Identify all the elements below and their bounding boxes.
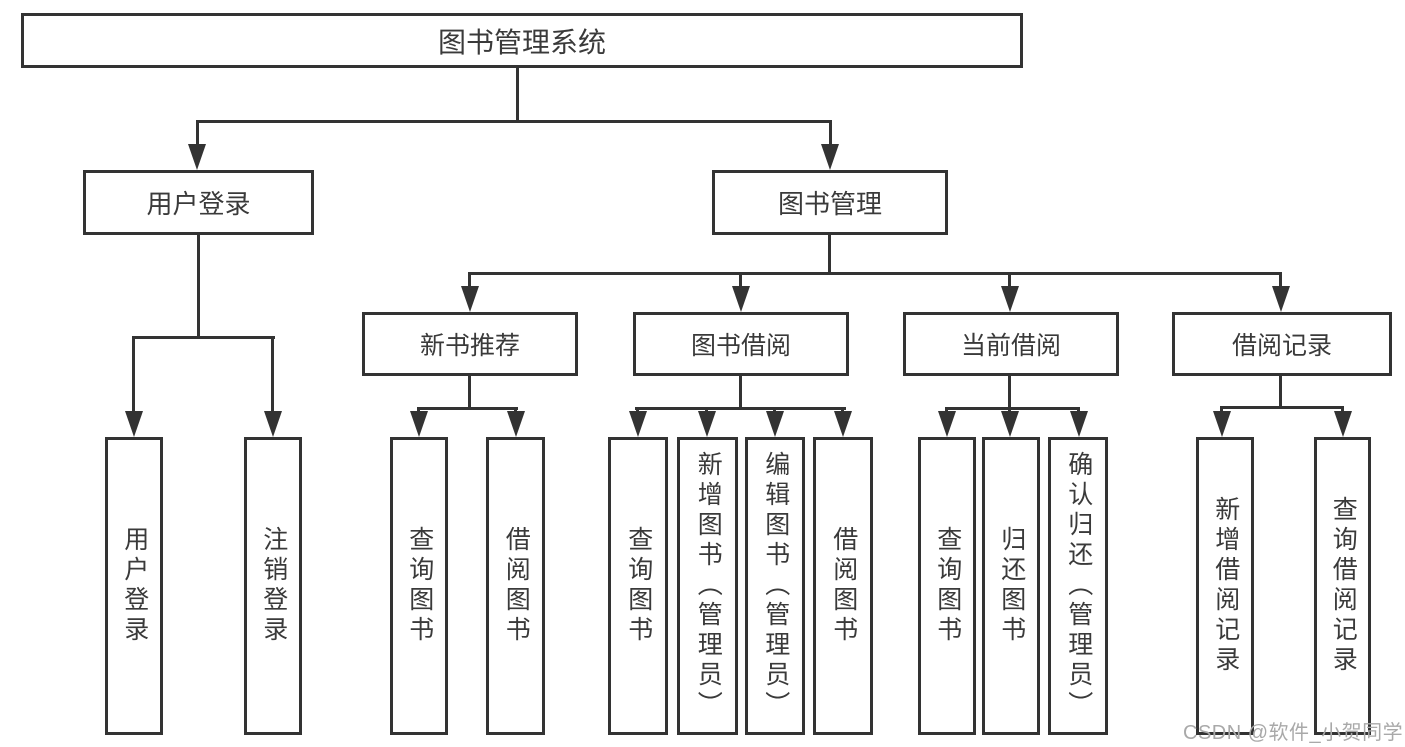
connector-line [1279, 272, 1282, 290]
leaf-br-add-borrow-record: 新增借阅记录 [1196, 437, 1254, 735]
arrowhead-down-icon [507, 411, 525, 437]
connector-line [516, 68, 519, 122]
arrowhead-down-icon [410, 411, 428, 437]
connector-line [468, 272, 471, 290]
node-root: 图书管理系统 [21, 13, 1023, 68]
arrowhead-down-icon [629, 411, 647, 437]
connector-line [514, 407, 517, 414]
leaf-label: 归还图书 [997, 526, 1026, 646]
connector-line [271, 336, 274, 413]
leaf-label: 注销登录 [259, 526, 288, 646]
connector-line [635, 407, 846, 410]
leaf-cb-confirm-return-admin: 确认归还（管理员） [1048, 437, 1108, 735]
connector-line [196, 120, 199, 147]
connector-line [841, 407, 844, 414]
connector-line [739, 272, 742, 290]
node-book-borrowing: 图书借阅 [633, 312, 849, 376]
arrowhead-down-icon [461, 286, 479, 312]
connector-line [1077, 407, 1080, 414]
leaf-label: 编辑图书（管理员） [761, 451, 790, 721]
arrowhead-down-icon [1334, 411, 1352, 437]
connector-line [828, 235, 831, 274]
node-borrowing-records: 借阅记录 [1172, 312, 1392, 376]
arrowhead-down-icon [125, 411, 143, 437]
arrowhead-down-icon [938, 411, 956, 437]
leaf-label: 查询借阅记录 [1329, 496, 1358, 676]
connector-line [417, 407, 420, 414]
leaf-user-login: 用户登录 [105, 437, 163, 735]
connector-line [739, 376, 742, 409]
arrowhead-down-icon [1001, 286, 1019, 312]
leaf-label: 借阅图书 [829, 526, 858, 646]
arrowhead-down-icon [732, 286, 750, 312]
arrowhead-down-icon [1070, 411, 1088, 437]
connector-line [829, 120, 832, 147]
arrowhead-down-icon [766, 411, 784, 437]
leaf-br-query-borrow-record: 查询借阅记录 [1314, 437, 1371, 735]
arrowhead-down-icon [1001, 411, 1019, 437]
connector-line [945, 407, 948, 414]
leaf-nbr-query-books: 查询图书 [390, 437, 448, 735]
connector-line [132, 336, 275, 339]
connector-line [132, 336, 135, 413]
leaf-label: 确认归还（管理员） [1064, 451, 1093, 721]
leaf-bb-edit-books-admin: 编辑图书（管理员） [745, 437, 805, 735]
connector-line [1008, 272, 1011, 290]
connector-line [197, 235, 200, 338]
leaf-cb-query-books: 查询图书 [918, 437, 976, 735]
node-user-login: 用户登录 [83, 170, 314, 235]
leaf-label: 查询图书 [933, 526, 962, 646]
connector-line [773, 407, 776, 414]
arrowhead-down-icon [264, 411, 282, 437]
leaf-label: 查询图书 [624, 526, 653, 646]
leaf-label: 用户登录 [120, 526, 149, 646]
leaf-bb-add-books-admin: 新增图书（管理员） [677, 437, 738, 735]
connector-line [1008, 407, 1011, 414]
connector-line [468, 376, 471, 409]
connector-line [417, 407, 518, 410]
arrowhead-down-icon [821, 144, 839, 170]
leaf-nbr-borrow-books: 借阅图书 [486, 437, 545, 735]
arrowhead-down-icon [1213, 411, 1231, 437]
connector-line [1220, 406, 1223, 414]
connector-line [196, 120, 832, 123]
arrowhead-down-icon [1272, 286, 1290, 312]
node-book-management: 图书管理 [712, 170, 948, 235]
connector-line [705, 407, 708, 414]
connector-line [945, 407, 1080, 410]
leaf-bb-query-books: 查询图书 [608, 437, 668, 735]
leaf-bb-borrow-books: 借阅图书 [813, 437, 873, 735]
node-new-book-recommend: 新书推荐 [362, 312, 578, 376]
connector-line [1279, 376, 1282, 408]
connector-line [468, 272, 1282, 275]
leaf-label: 新增借阅记录 [1211, 496, 1240, 676]
leaf-logout: 注销登录 [244, 437, 302, 735]
connector-line [1341, 406, 1344, 414]
leaf-label: 借阅图书 [502, 526, 531, 646]
leaf-label: 新增图书（管理员） [694, 451, 723, 721]
arrowhead-down-icon [834, 411, 852, 437]
arrowhead-down-icon [698, 411, 716, 437]
csdn-watermark: CSDN @软件_小贺同学 [1183, 722, 1404, 744]
node-current-borrowing: 当前借阅 [903, 312, 1119, 376]
connector-line [636, 407, 639, 414]
connector-line [1008, 376, 1011, 409]
leaf-cb-return-books: 归还图书 [982, 437, 1040, 735]
leaf-label: 查询图书 [405, 526, 434, 646]
arrowhead-down-icon [188, 144, 206, 170]
connector-line [1220, 406, 1344, 409]
